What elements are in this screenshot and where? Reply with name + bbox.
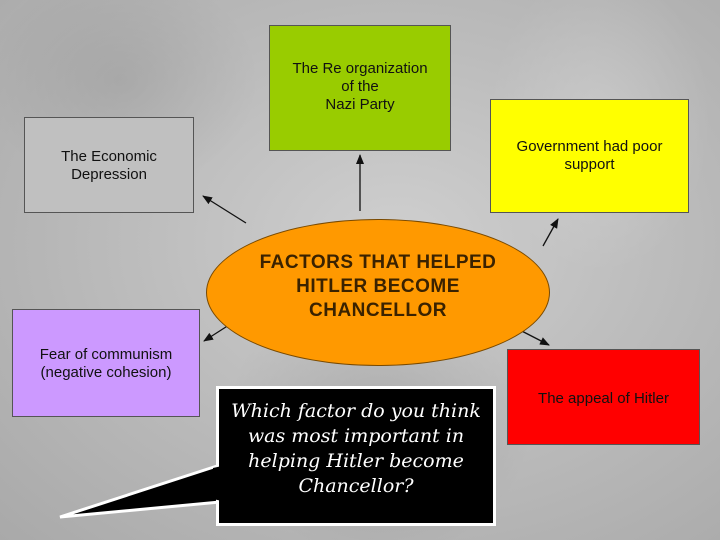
factor-label: Fear of communism (negative cohesion) xyxy=(39,346,173,381)
arrow-to-gov xyxy=(542,218,559,247)
factor-box-economic-depression: The Economic Depression xyxy=(24,117,194,213)
factor-label: The appeal of Hitler xyxy=(538,390,669,407)
arrow-to-econ xyxy=(202,195,247,224)
factor-box-government-support: Government had poor support xyxy=(490,99,689,213)
arrow-to-comm xyxy=(203,324,230,342)
factor-box-reorganization: The Re organization of the Nazi Party xyxy=(269,25,451,151)
factor-box-appeal-of-hitler: The appeal of Hitler xyxy=(507,349,700,445)
question-text: Which factor do you think was most impor… xyxy=(231,400,481,497)
factor-label: The Economic Depression xyxy=(61,148,157,183)
question-speech-bubble: Which factor do you think was most impor… xyxy=(216,386,496,526)
center-topic-title: Factors that helped Hitler become Chance… xyxy=(259,251,497,321)
center-topic-ellipse: Factors that helped Hitler become Chance… xyxy=(206,219,550,366)
factor-box-fear-of-communism: Fear of communism (negative cohesion) xyxy=(12,309,200,417)
factor-label: Government had poor support xyxy=(516,138,663,173)
factor-label: The Re organization of the Nazi Party xyxy=(292,60,428,113)
